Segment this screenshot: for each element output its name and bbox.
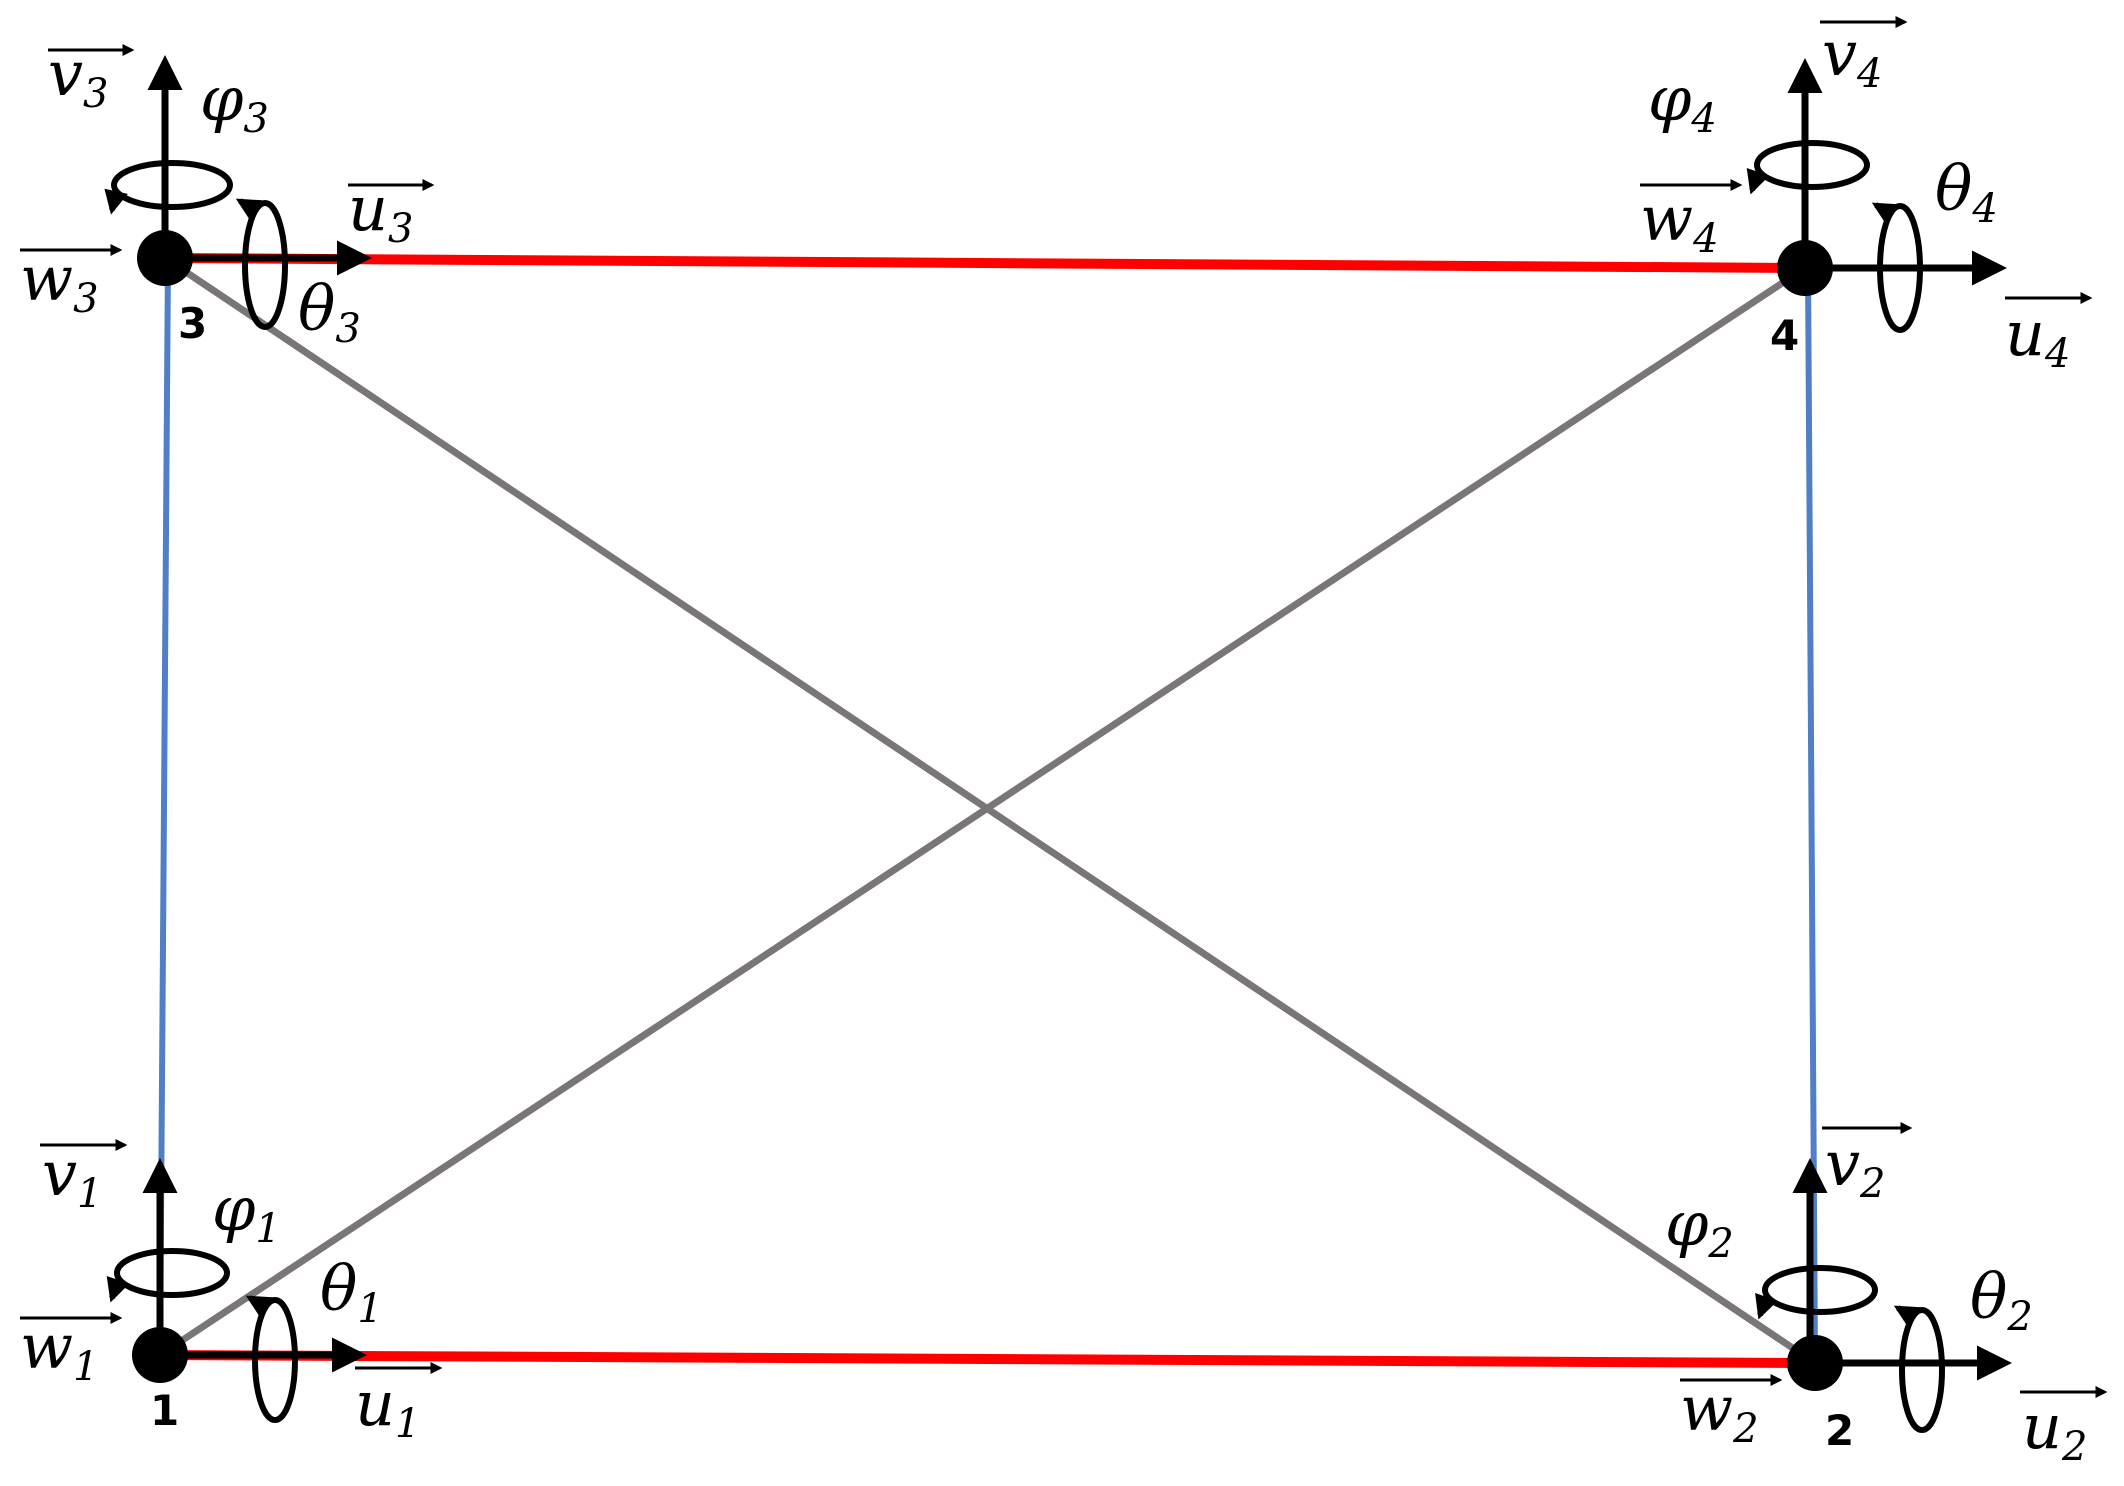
phi4-symbol: φ4 <box>1648 62 1717 142</box>
phi3-symbol: φ3 <box>200 62 269 142</box>
node-4: 4 v4 φ4 θ4 w4 u4 <box>1640 16 2093 377</box>
node-3-label: 3 <box>178 299 207 348</box>
v2-symbol: v2 <box>1825 1127 1885 1207</box>
node-3-dot <box>137 230 193 286</box>
node-4-dot <box>1777 240 1833 296</box>
member-3-2 <box>163 255 1817 1366</box>
w2-symbol: w2 <box>1680 1372 1759 1452</box>
node-1-label: 1 <box>150 1386 179 1435</box>
node-1-dot <box>132 1327 188 1383</box>
v1-symbol: v1 <box>42 1137 102 1217</box>
u2-symbol: u2 <box>2022 1390 2087 1470</box>
theta1-symbol: θ1 <box>320 1252 383 1332</box>
phi2-rotation-icon <box>1762 1265 1878 1315</box>
theta3-rotation-icon <box>242 200 288 330</box>
phi1-rotation-icon <box>114 1248 230 1298</box>
phi1-symbol: φ1 <box>212 1172 281 1252</box>
node-2: 2 v2 φ2 θ2 w2 u2 <box>1665 1122 2108 1470</box>
theta2-symbol: θ2 <box>1970 1260 2033 1340</box>
phi2-symbol: φ2 <box>1665 1187 1734 1267</box>
w4-symbol: w4 <box>1640 182 1719 262</box>
theta4-rotation-icon <box>1877 203 1923 333</box>
members <box>157 253 1818 1368</box>
node-3: 3 v3 φ3 θ3 w3 u3 <box>20 37 435 352</box>
phi3-rotation-icon <box>111 160 233 210</box>
theta4-symbol: θ4 <box>1935 152 1998 232</box>
member-1-4 <box>158 265 1807 1358</box>
node-1: 1 v1 φ1 θ1 w1 u1 <box>20 1137 443 1447</box>
theta1-rotation-icon <box>252 1297 298 1423</box>
phi4-rotation-icon <box>1754 140 1870 190</box>
u1-symbol: u1 <box>355 1367 420 1447</box>
theta2-rotation-icon <box>1899 1307 1945 1433</box>
v4-symbol: v4 <box>1822 17 1882 97</box>
member-1-2 <box>159 1350 1816 1368</box>
u4-symbol: u4 <box>2005 297 2070 377</box>
node-2-dot <box>1787 1335 1843 1391</box>
node-2-label: 2 <box>1825 1406 1854 1455</box>
member-3-4 <box>164 253 1806 273</box>
w3-symbol: w3 <box>20 242 99 322</box>
node-4-label: 4 <box>1770 311 1799 360</box>
w1-symbol: w1 <box>20 1310 99 1390</box>
theta3-symbol: θ3 <box>298 272 361 352</box>
